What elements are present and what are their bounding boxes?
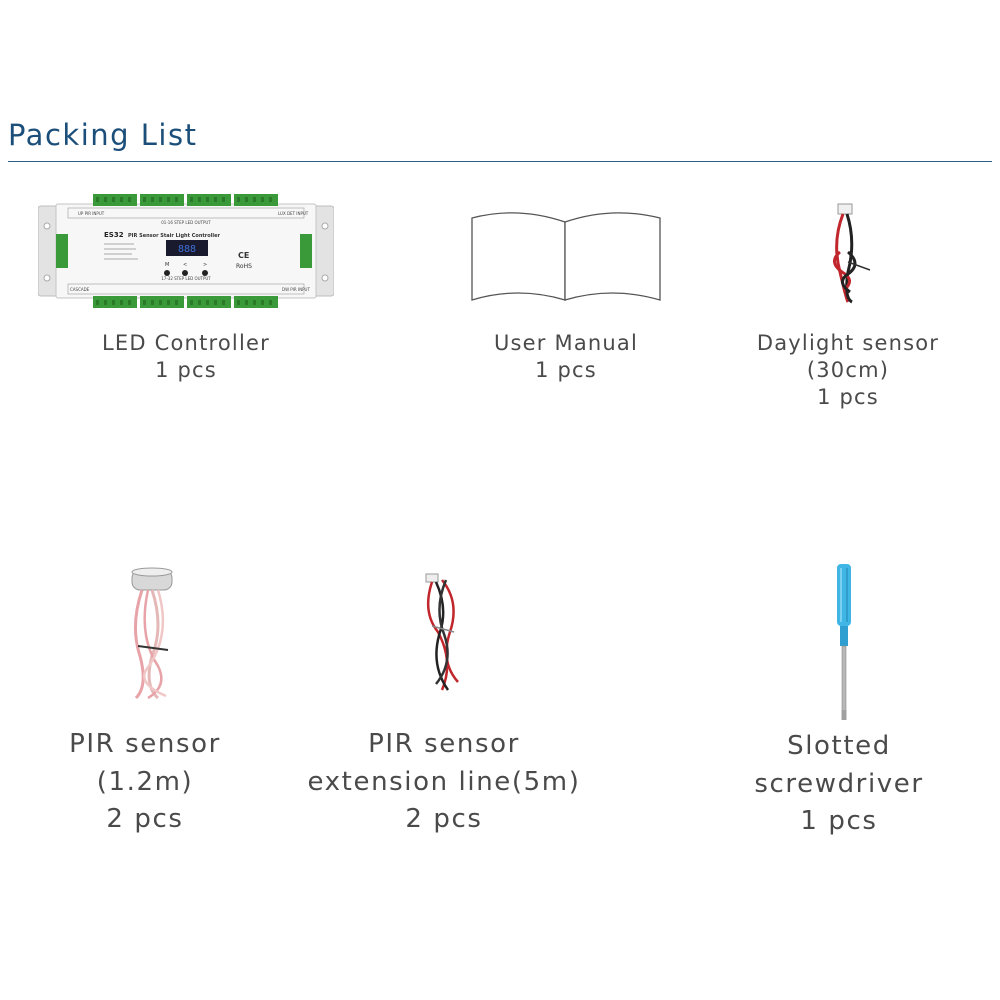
pir-sensor-illustration: [131, 567, 173, 700]
title-divider: [8, 161, 992, 162]
caption-led-controller: LED Controller 1 pcs: [86, 330, 286, 384]
screwdriver-icon: [837, 564, 851, 720]
svg-text:888: 888: [178, 244, 196, 255]
led-controller-image: 01-16 STEP LED OUTPUT 17-32 STEP LED OUT…: [37, 192, 335, 310]
pir-extension-line-image: [414, 572, 470, 694]
item-name: Daylight sensor: [756, 331, 940, 355]
caption-pir-sensor: PIR sensor (1.2m) 2 pcs: [45, 726, 245, 839]
open-book-icon: [471, 212, 661, 301]
item-name-detail: (30cm): [806, 357, 890, 382]
item-name: Slotted: [787, 731, 891, 761]
up-pir-label: UP PIR INPUT: [78, 211, 105, 216]
caption-screwdriver: Slotted screwdriver 1 pcs: [735, 728, 943, 841]
item-name-detail: screwdriver: [754, 768, 924, 799]
button-m-label: M: [165, 262, 169, 268]
item-name: User Manual: [493, 331, 639, 355]
item-name-detail: extension line(5m): [307, 766, 581, 797]
extension-cable-illustration: [425, 573, 459, 691]
caption-daylight-sensor: Daylight sensor (30cm) 1 pcs: [738, 330, 958, 411]
item-name: PIR sensor: [69, 729, 221, 759]
caption-pir-extension-line: PIR sensor extension line(5m) 2 pcs: [286, 726, 602, 839]
item-name: LED Controller: [102, 331, 270, 355]
button-next-label: >: [203, 262, 207, 268]
model-label: ES32: [104, 231, 124, 239]
bottom-output-label: 17-32 STEP LED OUTPUT: [161, 276, 211, 281]
item-quantity: 1 pcs: [155, 357, 217, 382]
cascade-label: CASCADE: [70, 287, 90, 292]
lux-det-label: LUX DET INPUT: [278, 211, 309, 216]
page-title: Packing List: [8, 118, 198, 152]
screwdriver-image: [828, 560, 860, 724]
item-quantity: 2 pcs: [405, 804, 483, 835]
item-quantity: 2 pcs: [106, 804, 184, 835]
item-quantity: 1 pcs: [817, 384, 879, 409]
dw-pir-label: DW PIR INPUT: [282, 287, 310, 292]
daylight-sensor-image: [818, 202, 878, 308]
led-controller-illustration: 01-16 STEP LED OUTPUT 17-32 STEP LED OUT…: [37, 194, 335, 308]
rohs-mark: RoHS: [236, 263, 252, 270]
item-name-detail: (1.2m): [96, 766, 194, 797]
button-prev-label: <: [183, 262, 187, 268]
device-title: PIR Sensor Stair Light Controller: [128, 233, 221, 239]
top-output-label: 01-16 STEP LED OUTPUT: [161, 220, 211, 225]
item-name: PIR sensor: [368, 729, 520, 759]
ce-mark: CE: [238, 251, 249, 260]
user-manual-image: [468, 208, 664, 304]
daylight-sensor-cable-illustration: [833, 203, 871, 304]
item-quantity: 1 pcs: [535, 357, 597, 382]
caption-user-manual: User Manual 1 pcs: [466, 330, 666, 384]
pir-sensor-image: [118, 566, 190, 702]
item-quantity: 1 pcs: [800, 806, 878, 837]
